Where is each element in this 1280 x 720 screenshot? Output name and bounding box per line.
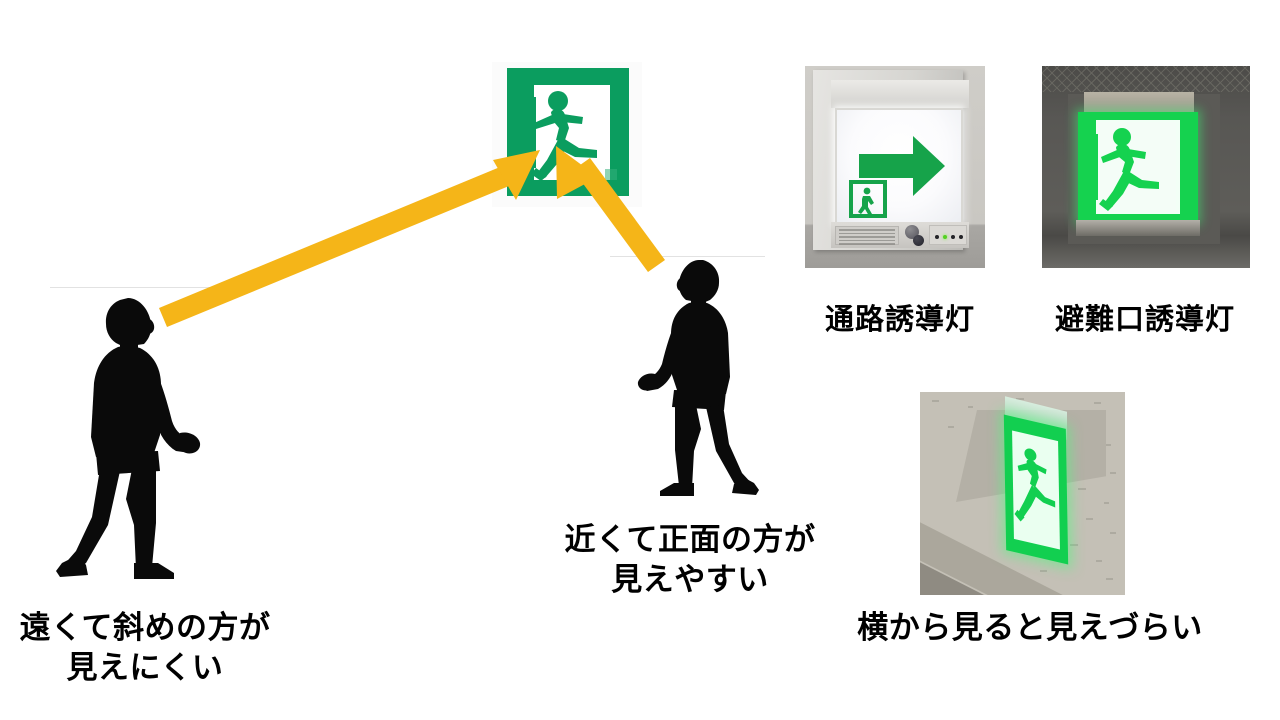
green-right-arrow-icon (849, 136, 945, 218)
test-button (913, 235, 924, 246)
caption-hard-to-see-from-side: 横から見ると見えづらい (857, 610, 1203, 645)
exit-sign-green-plate (507, 68, 629, 196)
caption-corridor-guidance-light: 通路誘導灯 (824, 304, 975, 336)
caption-far-angled-hard-to-see: 遠くて斜めの方が 見えにくい (19, 610, 271, 685)
angled-exit-running-man-icon (1012, 430, 1060, 550)
exit-sign-pictogram (492, 62, 642, 207)
photo-corridor-guidance-light (805, 66, 985, 268)
photo-ceiling-sign-angled (920, 392, 1125, 595)
exit-running-man-icon (1096, 120, 1180, 214)
image-edge-line-right (610, 256, 765, 257)
product-label-plate (835, 226, 899, 245)
small-exit-pictogram-icon (849, 180, 887, 218)
walking-person-silhouette-far (56, 298, 201, 579)
caption-near-frontal-easy-to-see: 近くて正面の方が 見えやすい (564, 522, 816, 597)
caption-exit-door-guidance-light: 避難口誘導灯 (1054, 304, 1235, 336)
image-edge-line-left (50, 287, 235, 288)
photo-exit-door-guidance-light (1042, 66, 1250, 268)
walking-person-silhouette-near (637, 260, 759, 496)
indicator-led-group (929, 225, 967, 245)
